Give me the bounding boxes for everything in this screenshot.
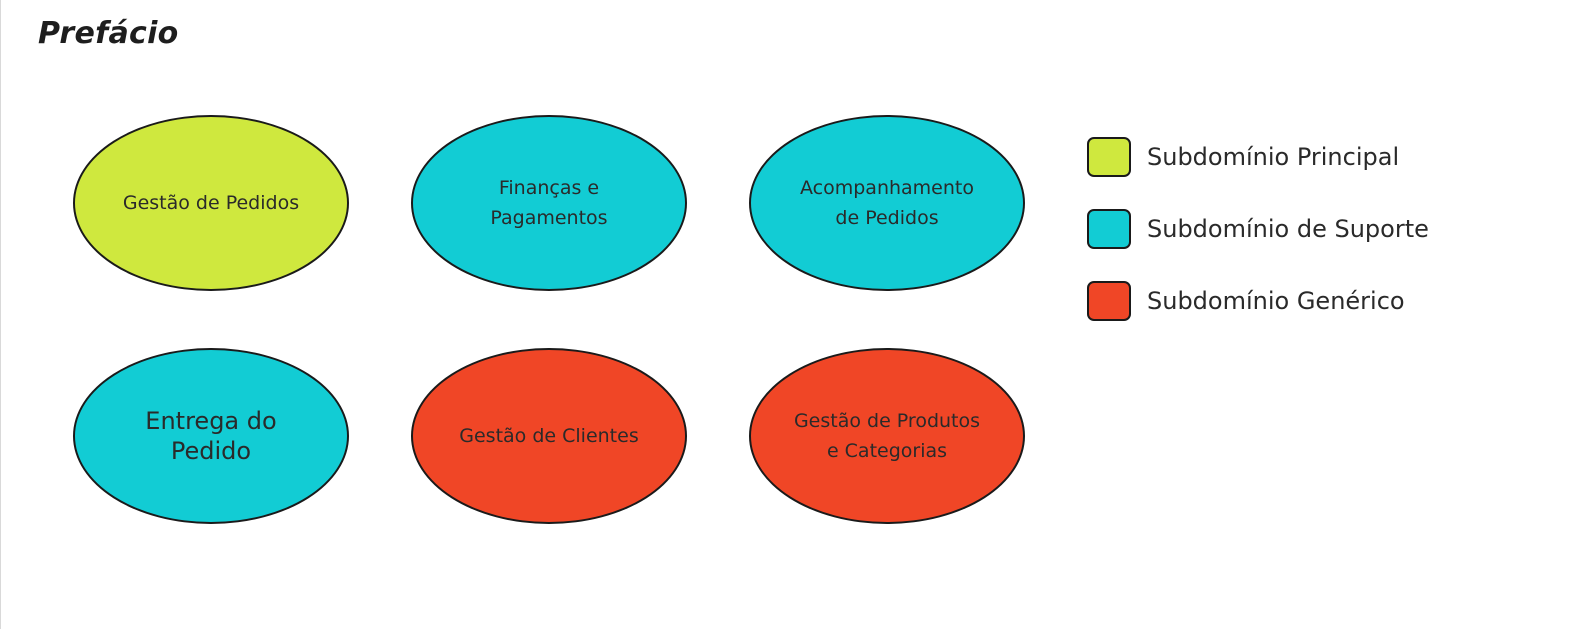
- legend-label: Subdomínio de Suporte: [1147, 215, 1429, 243]
- subdomain-entrega-do-pedido[interactable]: Entrega do Pedido: [73, 348, 349, 524]
- legend-item-principal: Subdomínio Principal: [1087, 136, 1429, 178]
- subdomain-label: Gestão de Clientes: [459, 425, 639, 447]
- subdomain-financas-e-pagamentos[interactable]: Finanças e Pagamentos: [411, 115, 687, 291]
- legend-label: Subdomínio Genérico: [1147, 287, 1405, 315]
- legend-label: Subdomínio Principal: [1147, 143, 1400, 171]
- subdomain-gestao-de-produtos-e-categorias[interactable]: Gestão de Produtos e Categorias: [749, 348, 1025, 524]
- subdomain-label: Entrega do Pedido: [145, 407, 277, 465]
- subdomain-gestao-de-clientes[interactable]: Gestão de Clientes: [411, 348, 687, 524]
- subdomain-acompanhamento-de-pedidos[interactable]: Acompanhamento de Pedidos: [749, 115, 1025, 291]
- canvas-left-border: [0, 0, 1, 629]
- subdomain-label: Finanças e Pagamentos: [490, 177, 608, 229]
- page-title: Prefácio: [38, 16, 179, 51]
- legend-swatch-principal: [1087, 137, 1131, 177]
- legend-swatch-suporte: [1087, 209, 1131, 249]
- subdomain-label: Gestão de Pedidos: [122, 192, 300, 214]
- subdomain-label: Acompanhamento de Pedidos: [800, 177, 974, 229]
- legend: Subdomínio Principal Subdomínio de Supor…: [1087, 136, 1429, 352]
- subdomain-gestao-de-pedidos[interactable]: Gestão de Pedidos: [73, 115, 349, 291]
- legend-item-suporte: Subdomínio de Suporte: [1087, 208, 1429, 250]
- subdomain-label: Gestão de Produtos e Categorias: [793, 410, 981, 462]
- legend-swatch-generico: [1087, 281, 1131, 321]
- legend-item-generico: Subdomínio Genérico: [1087, 280, 1429, 322]
